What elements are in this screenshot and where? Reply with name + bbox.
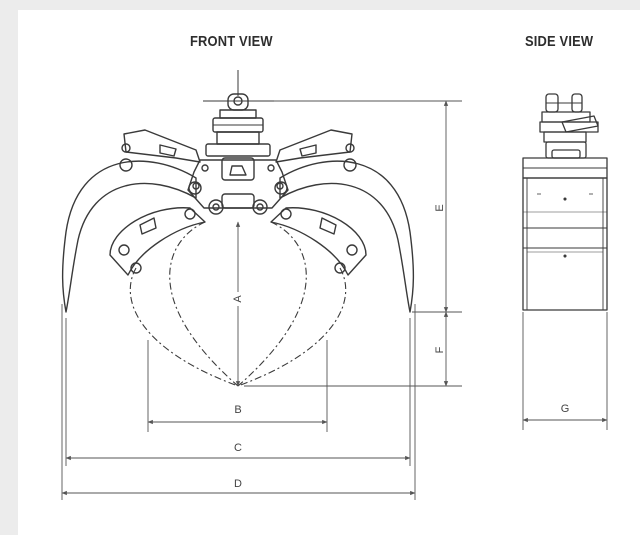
center-hub bbox=[187, 159, 289, 215]
closed-contour-right bbox=[237, 267, 347, 387]
left-cylinder bbox=[121, 129, 201, 163]
closed-contour-left-inner bbox=[169, 221, 239, 387]
outer-right-tine bbox=[279, 160, 415, 313]
dimension-d-label: D bbox=[234, 478, 242, 490]
left-tine-pivot bbox=[119, 158, 133, 172]
closed-contour-right-inner bbox=[237, 221, 307, 387]
side-view-title: SIDE VIEW bbox=[525, 33, 594, 50]
dimension-e-label: E bbox=[434, 204, 446, 211]
side-body bbox=[522, 177, 608, 311]
side-dimensions bbox=[522, 312, 608, 430]
outer-left-tine bbox=[61, 160, 197, 313]
dimension-c-label: C bbox=[234, 442, 242, 454]
right-tine-pivot bbox=[343, 158, 357, 172]
front-dimensions bbox=[61, 100, 462, 500]
right-cylinder bbox=[275, 129, 355, 163]
dimension-g-label: G bbox=[561, 403, 570, 415]
dimension-a-label: A bbox=[232, 295, 244, 303]
front-view bbox=[61, 70, 415, 387]
dimension-f-label: F bbox=[434, 346, 446, 353]
closed-contour-left bbox=[129, 267, 239, 387]
side-view bbox=[522, 93, 608, 311]
dimension-b-label: B bbox=[234, 404, 241, 416]
inner-right-tine bbox=[270, 207, 367, 276]
side-rotator bbox=[539, 93, 599, 159]
front-view-title: FRONT VIEW bbox=[190, 33, 273, 50]
inner-left-tine bbox=[109, 207, 206, 276]
rotator bbox=[203, 70, 274, 181]
drawing-sheet bbox=[18, 10, 640, 535]
